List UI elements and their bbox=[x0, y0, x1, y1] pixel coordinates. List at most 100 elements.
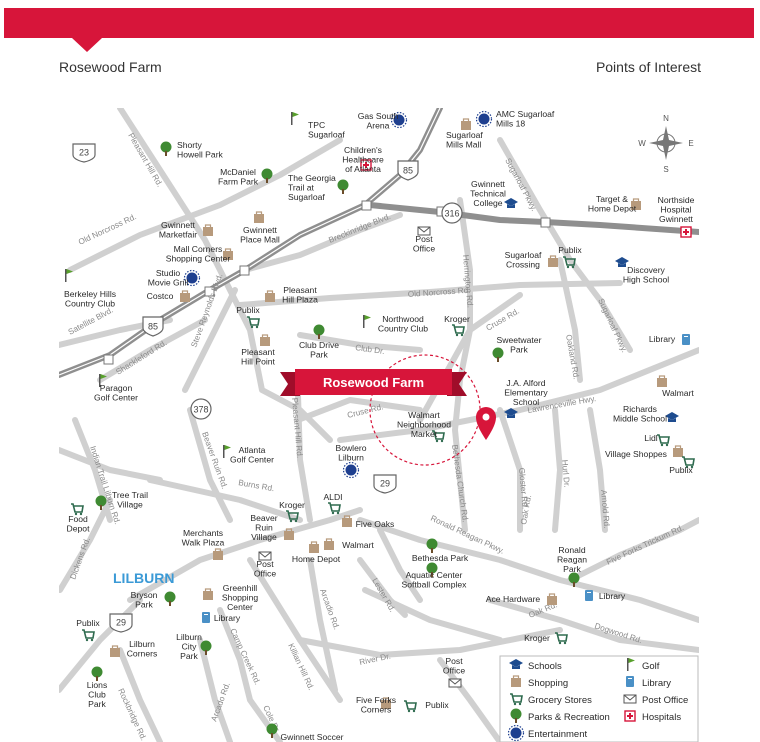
poi-marker[interactable]: ALDI bbox=[323, 492, 343, 515]
poi-marker[interactable]: Library bbox=[585, 590, 626, 601]
poi-label: ALDI bbox=[323, 492, 342, 502]
tree-icon bbox=[492, 347, 504, 362]
poi-marker[interactable]: Publix bbox=[669, 456, 695, 475]
legend-label: Schools bbox=[528, 661, 562, 672]
road-label: Dickens Rd. bbox=[68, 536, 92, 581]
tree-icon bbox=[337, 179, 349, 194]
poi-marker[interactable]: Kroger bbox=[444, 314, 470, 337]
road-label: Hurl Dr. bbox=[560, 459, 571, 487]
poi-marker[interactable]: Lidl bbox=[644, 433, 670, 447]
poi-marker[interactable]: Publix bbox=[236, 305, 260, 329]
road-label: Sugarloaf Pkwy. bbox=[596, 297, 629, 354]
shopping-bag-icon bbox=[461, 118, 471, 130]
grocery-cart-icon bbox=[563, 256, 576, 269]
poi-marker[interactable]: Walmart bbox=[657, 375, 694, 398]
legend-item: Parks & Recreation bbox=[510, 708, 610, 723]
rosewood-farm-pin[interactable] bbox=[476, 407, 496, 440]
shopping-bag-icon bbox=[547, 593, 557, 605]
rosewood-farm-ribbon[interactable]: Rosewood Farm bbox=[280, 369, 467, 396]
poi-marker[interactable]: Library bbox=[649, 334, 690, 345]
shopping-bag-icon bbox=[260, 334, 270, 346]
shopping-bag-icon bbox=[673, 445, 683, 457]
poi-marker[interactable]: Publix bbox=[558, 245, 582, 269]
poi-label: Kroger bbox=[279, 500, 305, 510]
highway-shield: 85 bbox=[142, 316, 164, 337]
road-label: Rockbridge Rd. bbox=[116, 687, 148, 742]
poi-marker[interactable]: Walmart bbox=[324, 538, 374, 550]
poi-marker[interactable]: Publix bbox=[76, 618, 100, 642]
poi-marker[interactable]: Publix bbox=[404, 700, 449, 713]
poi-marker[interactable]: Gwinnett Soccer bbox=[266, 723, 344, 742]
road-label: Killian Hill Rd. bbox=[286, 642, 316, 692]
poi-marker[interactable]: Costco bbox=[147, 290, 190, 302]
poi-marker[interactable]: Bethesda Park bbox=[412, 538, 469, 564]
poi-marker[interactable]: Home Depot bbox=[292, 541, 341, 564]
poi-marker[interactable]: Kroger bbox=[524, 632, 568, 645]
legend-item: Grocery Stores bbox=[510, 693, 592, 706]
poi-label: Lidl bbox=[644, 433, 657, 443]
poi-marker[interactable]: Village Shoppes bbox=[605, 445, 683, 459]
poi-marker[interactable]: Library bbox=[202, 612, 241, 623]
poi-marker[interactable]: Five Oaks bbox=[342, 515, 394, 529]
shopping-bag-icon bbox=[631, 198, 641, 210]
poi-marker[interactable]: Target &Home Depot bbox=[588, 194, 641, 214]
poi-marker[interactable]: Ace Hardware bbox=[486, 593, 557, 605]
shopping-bag-icon bbox=[548, 255, 558, 267]
library-book-icon bbox=[585, 590, 593, 601]
highway-number: 29 bbox=[116, 618, 126, 628]
poi-marker[interactable]: Kroger bbox=[279, 500, 305, 523]
